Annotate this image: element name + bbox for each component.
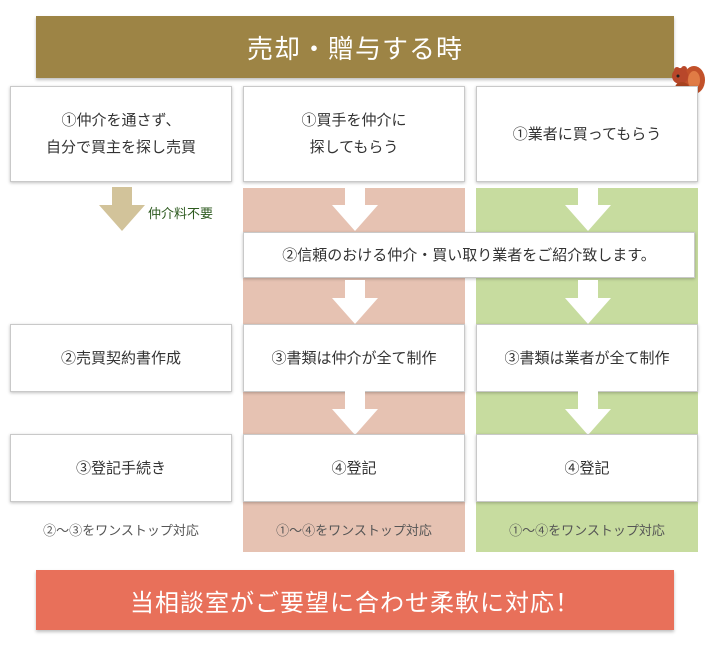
column1-step3-box: ③登記手続き — [10, 434, 232, 502]
column3-step1-text: ①業者に買ってもらう — [512, 124, 662, 143]
down-arrow-icon — [565, 187, 611, 231]
column3-step3-box: ③書類は業者が全て制作 — [476, 324, 698, 392]
shared-step2-box: ②信頼のおける仲介・買い取り業者をご紹介致します。 — [243, 232, 695, 278]
shared-step2-text: ②信頼のおける仲介・買い取り業者をご紹介致します。 — [282, 245, 656, 264]
footer-message: 当相談室がご要望に合わせ柔軟に対応！ — [130, 588, 580, 617]
header-banner: 売却・贈与する時 — [36, 16, 674, 78]
column1-step2-text: ②売買契約書作成 — [60, 348, 181, 367]
column2-step4-box: ④登記 — [243, 434, 465, 502]
column2-one-stop-note: ①～④をワンストップ対応 — [276, 524, 432, 539]
footer-banner: 当相談室がご要望に合わせ柔軟に対応！ — [36, 570, 674, 630]
column3-step4-text: ④登記 — [564, 458, 610, 477]
down-arrow-icon — [565, 391, 611, 435]
column2-step3-text: ③書類は仲介が全て制作 — [271, 348, 437, 367]
column1-step1-text: ①仲介を通さず、 自分で買主を探し売買 — [45, 111, 196, 156]
column1-step3-text: ③登記手続き — [75, 458, 166, 477]
down-arrow-icon — [332, 391, 378, 435]
column3-one-stop-note: ①～④をワンストップ対応 — [509, 524, 665, 539]
column2-step3-box: ③書類は仲介が全て制作 — [243, 324, 465, 392]
column2-step1-text: ①買手を仲介に 探してもらう — [301, 111, 407, 156]
column1-step1-box: ①仲介を通さず、 自分で買主を探し売買 — [10, 86, 232, 182]
down-arrow-icon — [332, 280, 378, 324]
down-arrow-icon — [565, 280, 611, 324]
column1-one-stop-note: ②～③をワンストップ対応 — [43, 524, 199, 539]
column2-step4-text: ④登記 — [331, 458, 377, 477]
column3-step1-box: ①業者に買ってもらう — [476, 86, 698, 182]
no-fee-label: 仲介料不要 — [148, 207, 214, 222]
column3-step3-text: ③書類は業者が全て制作 — [504, 348, 670, 367]
down-arrow-icon — [99, 187, 145, 231]
column1-step2-box: ②売買契約書作成 — [10, 324, 232, 392]
header-title: 売却・贈与する時 — [246, 34, 463, 65]
down-arrow-icon — [332, 187, 378, 231]
column3-step4-box: ④登記 — [476, 434, 698, 502]
column2-step1-box: ①買手を仲介に 探してもらう — [243, 86, 465, 182]
